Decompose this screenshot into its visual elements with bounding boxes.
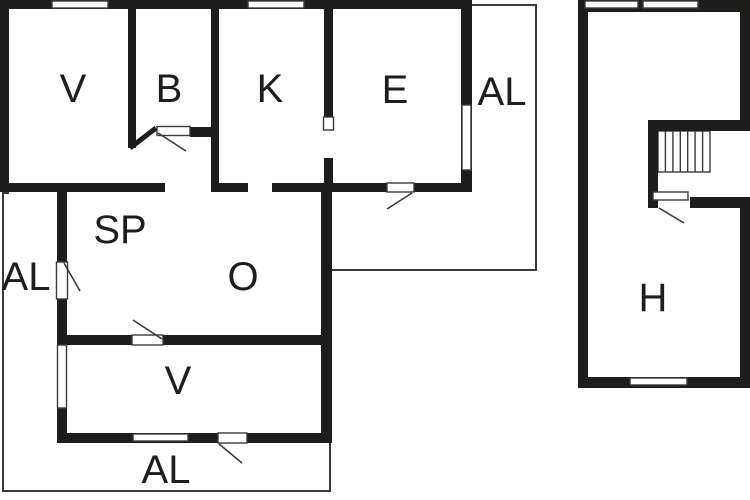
window-room-k: [247, 0, 305, 9]
wall-mid-d: [414, 183, 472, 192]
room-label-k: K: [256, 67, 284, 111]
wall-e-right: [461, 9, 472, 192]
room-label-al-right: AL: [477, 70, 527, 114]
wall-stair-left: [648, 131, 658, 208]
wall-o-v-divider: [57, 335, 332, 345]
door-leaf-stair-h: [652, 191, 689, 201]
annex-al-right-outline: [332, 4, 537, 271]
door-swing-sp: [63, 262, 81, 292]
wall-stair-top: [648, 120, 750, 131]
room-label-al-bottom: AL: [141, 448, 191, 492]
door-opening-sp: [55, 261, 69, 300]
wall-k-e-upper: [324, 9, 333, 117]
door-opening-o-v: [131, 334, 164, 346]
wall-v-b: [128, 9, 136, 148]
door-swing-stair-h: [658, 207, 685, 224]
wall-top: [0, 0, 472, 9]
wall-v-bottom: [57, 433, 332, 443]
wall-h-left: [578, 12, 588, 388]
wall-right-lower-section: [321, 192, 332, 443]
window-h-bottom: [629, 377, 688, 386]
door-opening-room-e: [386, 182, 415, 193]
window-h-top-1: [584, 0, 639, 9]
window-room-v-top: [51, 0, 109, 9]
wall-mid-a: [0, 183, 165, 192]
annex-al-left-bottom-outline: [2, 192, 331, 492]
windows: [51, 0, 699, 442]
room-label-o: O: [227, 255, 259, 299]
door-swing-o-v: [132, 319, 163, 340]
wall-k-e-lower: [324, 158, 333, 192]
room-label-v-bottom: V: [164, 359, 192, 403]
staircase: [657, 130, 711, 173]
room-label-b: B: [155, 67, 183, 111]
room-label-al-left: AL: [1, 255, 51, 299]
wall-h-right-upper: [740, 12, 750, 127]
wall-h-right-lower: [740, 197, 750, 388]
wall-b-k: [211, 9, 219, 192]
room-label-v-top: V: [59, 67, 87, 111]
door-opening-k-e: [322, 116, 335, 131]
wall-b-bottom: [190, 127, 211, 137]
wall-mid-c: [272, 183, 387, 192]
door-swing-v-bottom: [218, 443, 243, 464]
door-opening-room-b: [156, 125, 191, 137]
doors: [55, 116, 689, 464]
door-opening-v-bottom: [217, 432, 248, 444]
wall-stair-bottom: [690, 197, 750, 208]
window-h-top-2: [642, 0, 699, 9]
room-label-sp: SP: [93, 208, 147, 252]
window-room-v-bottom-left: [56, 344, 68, 409]
window-room-v-bottom: [132, 433, 189, 442]
wall-left: [0, 9, 9, 192]
door-swing-room-b: [157, 132, 187, 152]
door-swing-room-e: [386, 192, 413, 210]
wall-mid-b: [211, 183, 248, 192]
window-room-e-right: [461, 104, 472, 171]
room-label-e: E: [381, 68, 409, 112]
annex-outlines: [2, 4, 537, 492]
room-label-h: H: [638, 276, 668, 320]
door-leaf-room-b: [128, 126, 158, 150]
